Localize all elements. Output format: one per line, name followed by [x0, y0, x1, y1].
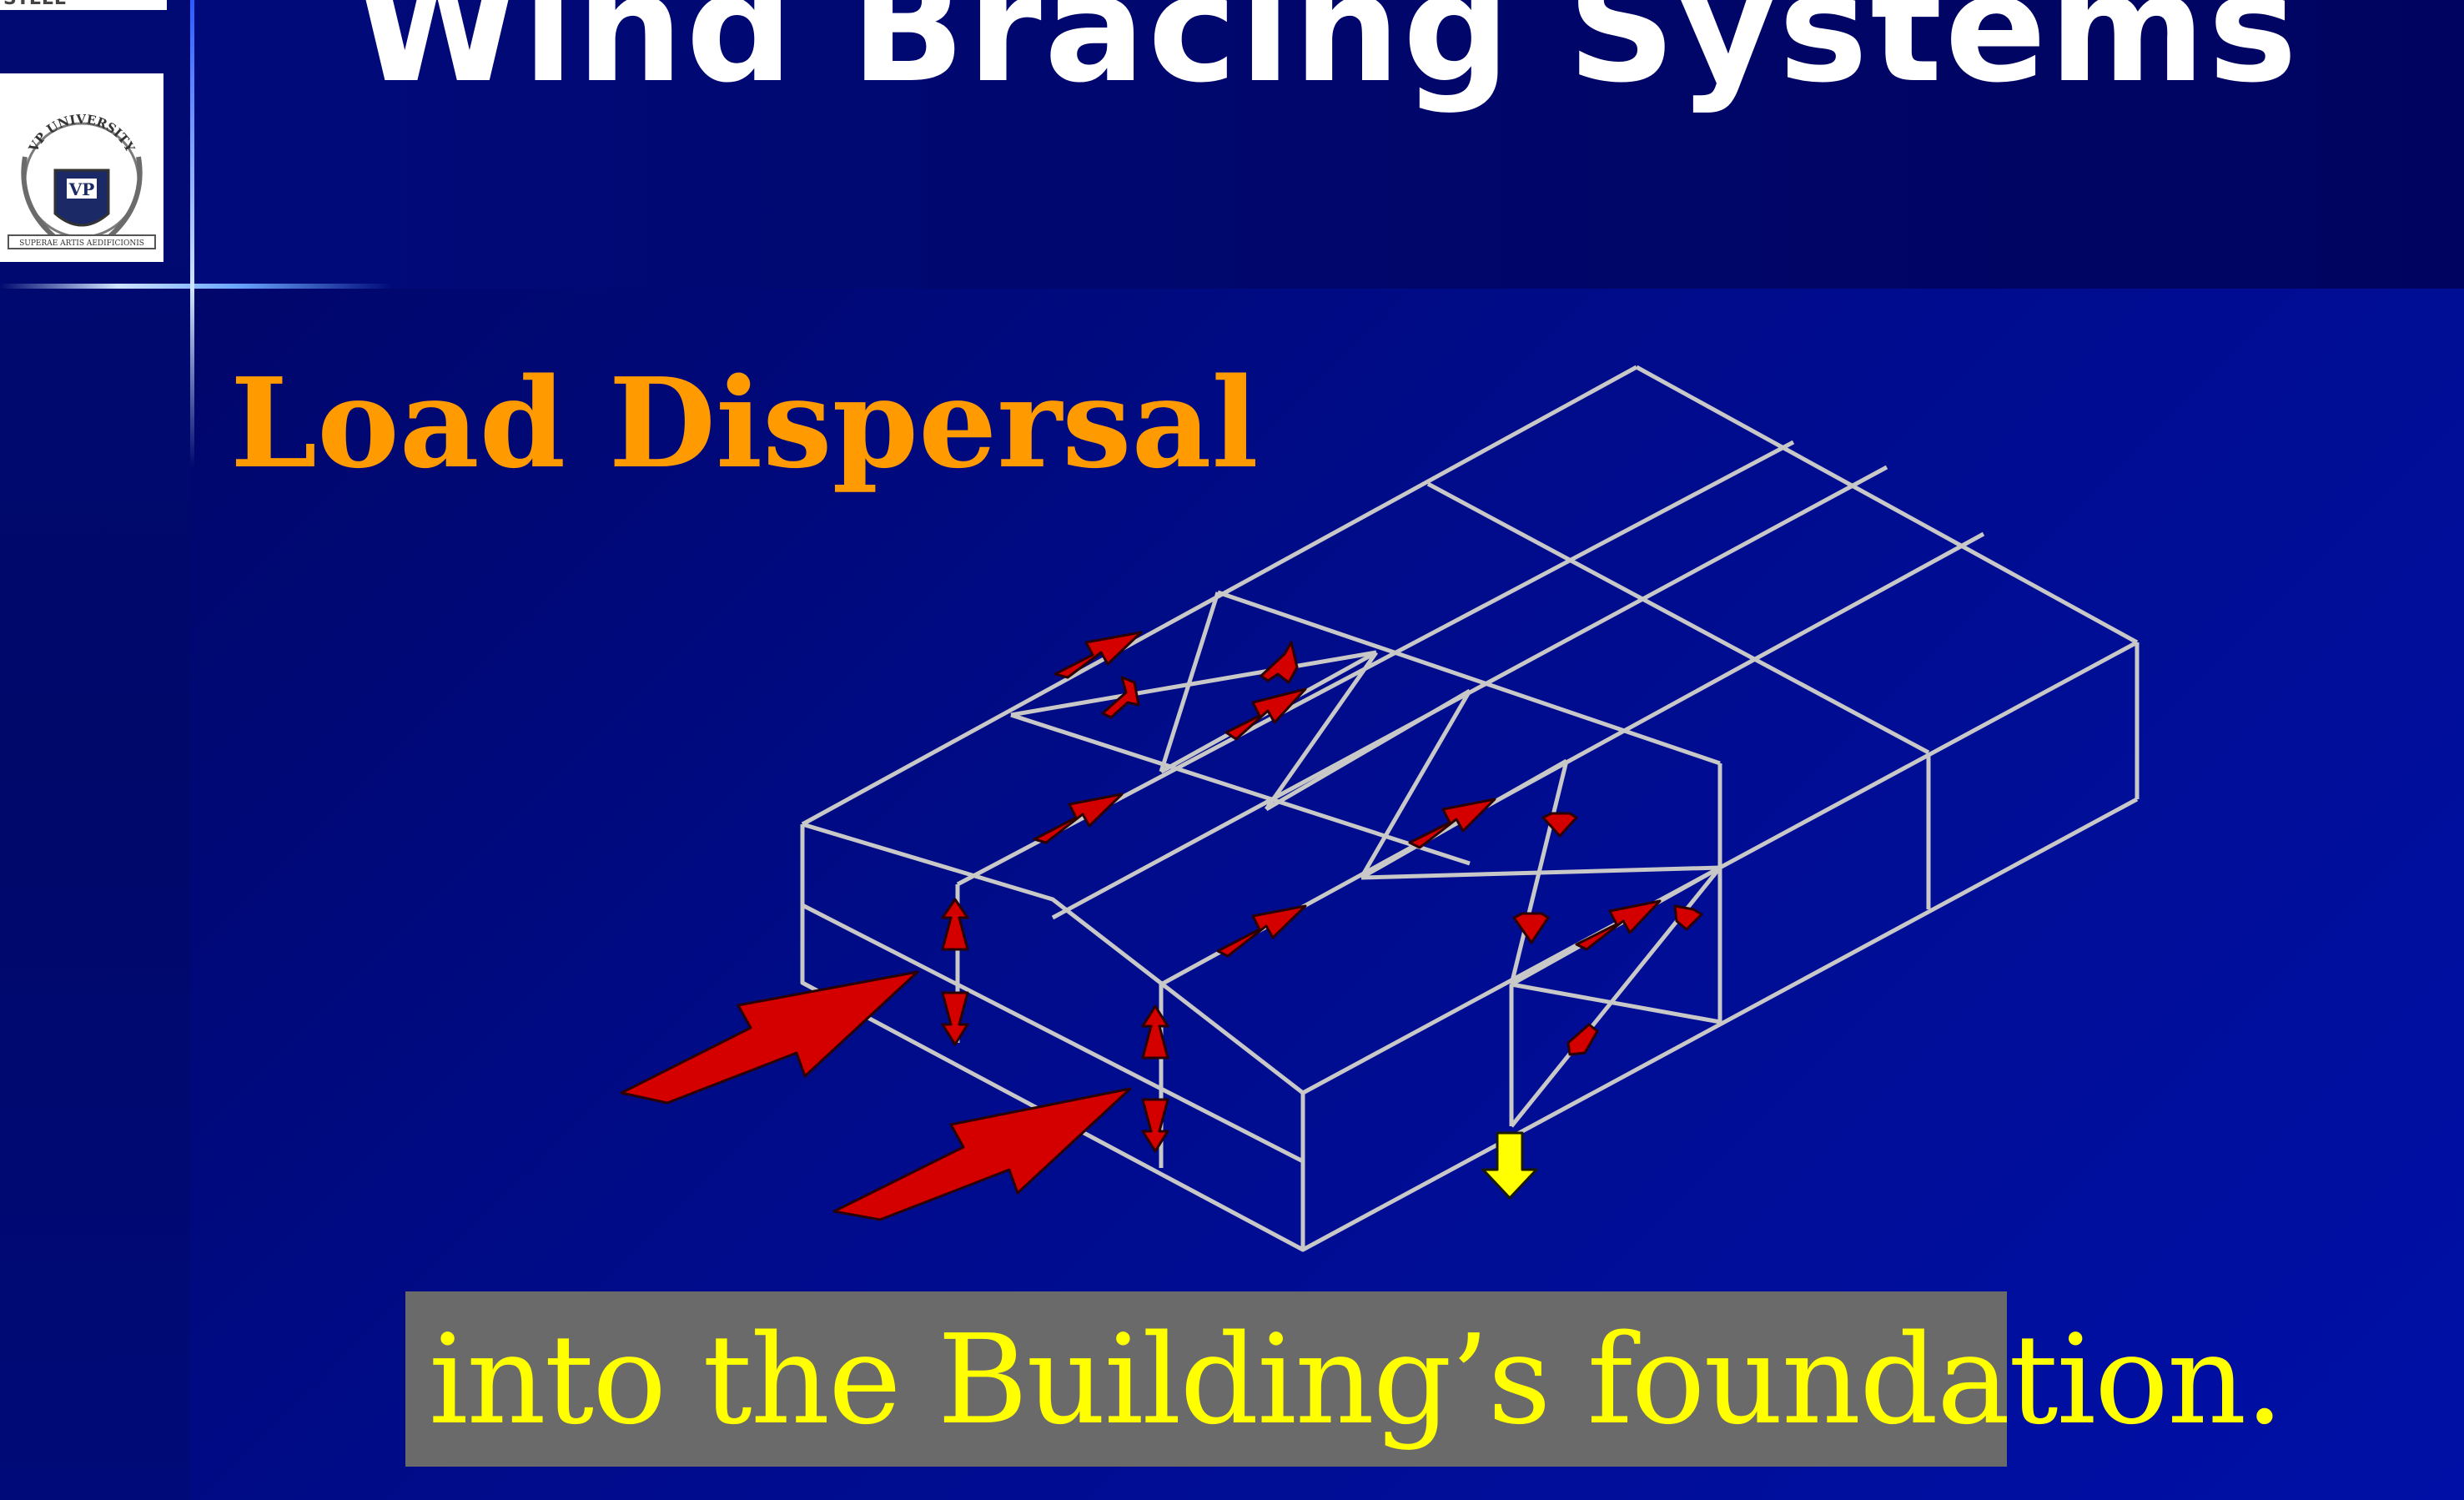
force-arrow-icon [1033, 793, 1124, 844]
title-bar [190, 0, 2464, 289]
frame-wireframe [800, 365, 2140, 1252]
force-arrow-icon [1053, 631, 1143, 679]
wind-load-arrow-icon [620, 970, 919, 1105]
foundation-reaction-arrow-icon [1481, 1131, 1538, 1200]
force-arrow-icon [1141, 1098, 1169, 1153]
force-arrows [941, 631, 1703, 1153]
force-arrow-icon [941, 898, 969, 951]
top-badge-text: STEEL [3, 0, 66, 9]
horizontal-separator [0, 284, 392, 289]
university-crest-icon: VP VP UNIVERSITY SUPERAE ARTIS AEDIFICIO… [8, 112, 156, 249]
force-arrow-icon [1541, 812, 1578, 838]
force-arrow-icon [941, 991, 969, 1046]
crest-monogram: VP [68, 179, 95, 199]
top-logo-strip: STEEL [0, 0, 167, 10]
force-arrow-icon [1224, 687, 1307, 741]
vertical-separator [190, 0, 194, 467]
slide-caption: into the Building’s foundation. [429, 1308, 2284, 1452]
force-arrow-icon [1101, 676, 1140, 719]
slide-subtitle: Load Dispersal [230, 350, 1259, 496]
caption-box: into the Building’s foundation. [405, 1291, 2284, 1467]
slide-title: Wind Bracing Systems [354, 0, 2301, 116]
force-arrow-icon [1408, 798, 1496, 849]
force-arrow-icon [1673, 904, 1703, 931]
wind-load-arrows [620, 970, 1132, 1221]
force-arrow-icon [1141, 1004, 1169, 1060]
crest-motto: SUPERAE ARTIS AEDIFICIONIS [19, 239, 144, 248]
force-arrow-icon [1260, 641, 1299, 684]
force-arrow-icon [1216, 904, 1307, 958]
university-logo: VP VP UNIVERSITY SUPERAE ARTIS AEDIFICIO… [0, 73, 163, 262]
force-arrow-icon [1566, 1023, 1599, 1056]
force-arrow-icon [1512, 912, 1550, 944]
wind-load-arrow-icon [832, 1087, 1132, 1221]
force-arrow-icon [1575, 899, 1662, 951]
